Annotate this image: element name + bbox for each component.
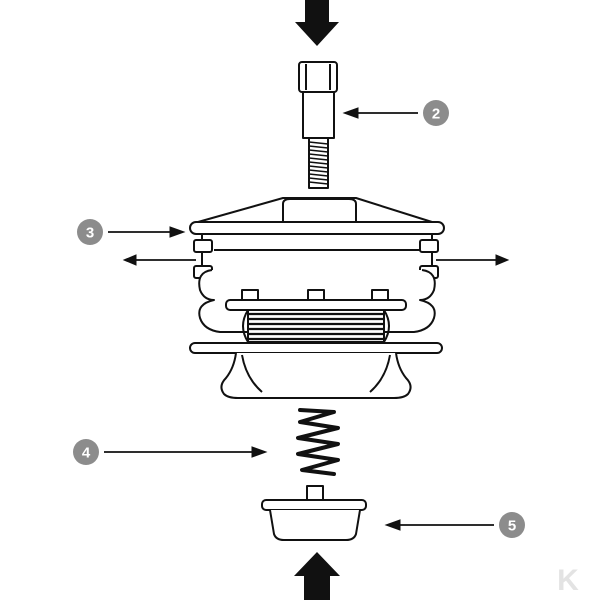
right-expansion-arrow [436, 254, 510, 266]
leader-arrow-2 [342, 107, 418, 119]
pulley-hub [220, 352, 412, 399]
callout-label: 4 [82, 445, 91, 462]
callout-label: 5 [508, 518, 516, 535]
cap [261, 485, 367, 541]
cap-rim [261, 499, 367, 511]
callout-badge-3: 3 [77, 219, 103, 245]
callout-badge-2: 2 [423, 100, 449, 126]
pulley-ribbed-core [247, 309, 385, 343]
puller-cover [189, 197, 445, 282]
callout-label: 2 [432, 106, 440, 123]
cover-boss [282, 198, 357, 222]
bolt-head [298, 61, 338, 93]
pulley-bottom-flange [189, 342, 443, 354]
pulley-assembly [189, 269, 443, 399]
leader-arrow-4 [104, 446, 268, 458]
callout-badge-5: 5 [499, 512, 525, 538]
pulley-lug [371, 289, 389, 301]
cap-body [269, 509, 361, 541]
bottom-force-arrow [294, 552, 340, 600]
left-expansion-arrow [122, 254, 196, 266]
bolt-shank [302, 91, 335, 139]
watermark-logo: K [557, 564, 579, 597]
bolt [298, 61, 338, 189]
spring [296, 408, 340, 476]
top-force-arrow [295, 0, 339, 46]
leader-arrow-5 [384, 519, 494, 531]
pulley-lug [241, 289, 259, 301]
callout-badge-4: 4 [73, 439, 99, 465]
cover-rim [189, 221, 445, 235]
pulley-top-flange [225, 299, 407, 311]
callout-label: 3 [86, 225, 94, 242]
pulley-lug [307, 289, 325, 301]
watermark-letter: K [557, 564, 579, 597]
cap-pin [306, 485, 324, 501]
leader-arrow-3 [108, 226, 186, 238]
